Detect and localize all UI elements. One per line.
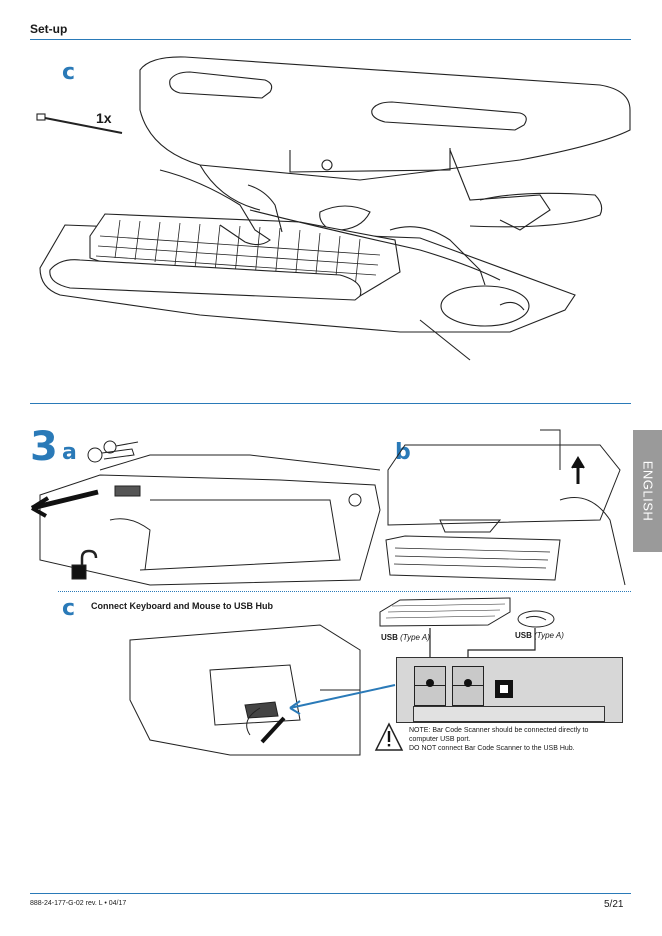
usb-hub bbox=[396, 657, 623, 723]
language-tab: ENGLISH bbox=[633, 430, 662, 552]
mouse-icon bbox=[517, 610, 555, 628]
warning-icon bbox=[374, 722, 404, 751]
hub-base bbox=[413, 706, 605, 722]
cable-tie-icon bbox=[36, 113, 123, 134]
dotted-divider bbox=[58, 591, 631, 592]
footer-rule bbox=[30, 893, 631, 894]
step-c-label: c bbox=[62, 60, 76, 85]
page-title: Set-up bbox=[30, 22, 68, 36]
unlock-icon bbox=[71, 549, 98, 580]
keyboard-icon bbox=[379, 597, 511, 627]
section-rule bbox=[30, 403, 631, 404]
usb-label-mouse: USB (Type A) bbox=[515, 631, 564, 640]
usb-port-2 bbox=[452, 666, 484, 706]
step-a-label: a bbox=[62, 440, 77, 465]
step-number: 3 bbox=[30, 424, 58, 470]
quantity-label: 1x bbox=[96, 110, 112, 126]
note-text: NOTE: Bar Code Scanner should be connect… bbox=[409, 727, 589, 752]
workstation-keyboard-illustration bbox=[39, 56, 631, 361]
step-3c-title: Connect Keyboard and Mouse to USB Hub bbox=[91, 601, 274, 611]
usb-b-port-icon bbox=[495, 680, 513, 698]
step-b-label: b bbox=[395, 440, 411, 465]
document-code: 888-24-177-G-02 rev. L • 04/17 bbox=[30, 900, 127, 907]
keys-icon bbox=[87, 440, 139, 463]
usb-label-keyboard: USB (Type A) bbox=[381, 633, 430, 642]
panel-b-illustration bbox=[385, 429, 626, 586]
header-rule bbox=[30, 39, 631, 40]
page-number: 5/21 bbox=[604, 899, 624, 910]
step-3c-label: c bbox=[62, 596, 76, 621]
usb-port-1 bbox=[414, 666, 446, 706]
